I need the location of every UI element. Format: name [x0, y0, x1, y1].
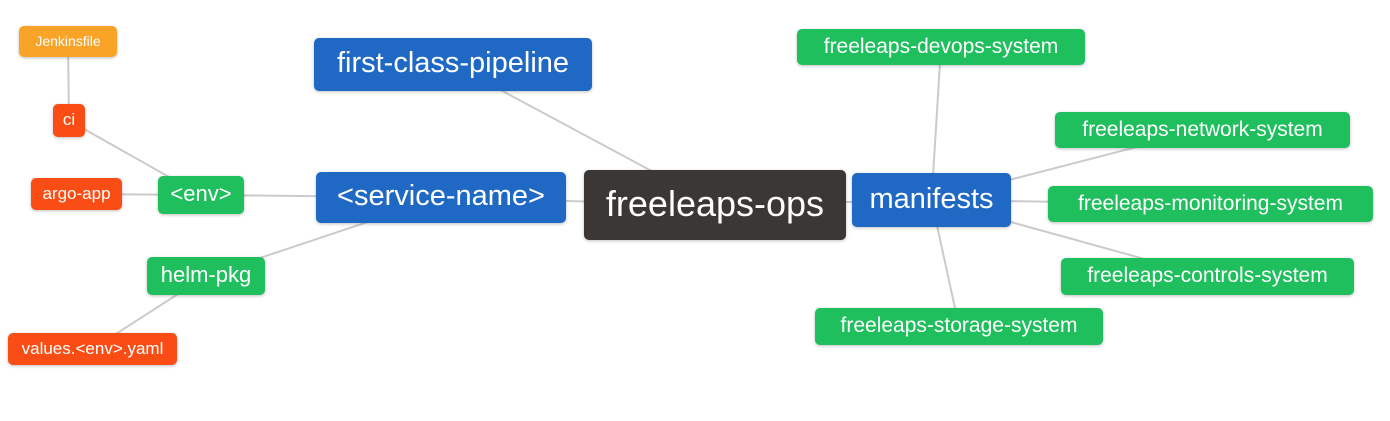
node-label: manifests [869, 182, 994, 215]
node-label: values.<env>.yaml [21, 338, 164, 358]
node-label: ci [62, 110, 76, 129]
node-freeleaps-monitoring-system[interactable]: freeleaps-monitoring-system [1048, 186, 1373, 222]
node-label: freeleaps-monitoring-system [1078, 191, 1343, 215]
node-label: argo-app [42, 183, 111, 203]
node-label: Jenkinsfile [35, 32, 101, 49]
node-argo-app[interactable]: argo-app [31, 178, 122, 210]
node-label: freeleaps-storage-system [840, 314, 1078, 337]
node-label: first-class-pipeline [336, 47, 570, 79]
node-freeleaps-controls-system[interactable]: freeleaps-controls-system [1061, 258, 1354, 295]
node-service-name[interactable]: <service-name> [316, 172, 566, 223]
node-label: freeleaps-ops [605, 183, 825, 224]
node-label: <service-name> [337, 180, 545, 212]
node-env[interactable]: <env> [158, 176, 244, 214]
node-freeleaps-storage-system[interactable]: freeleaps-storage-system [815, 308, 1103, 345]
node-helm-pkg[interactable]: helm-pkg [147, 257, 265, 295]
node-manifests[interactable]: manifests [852, 173, 1011, 227]
node-label: freeleaps-controls-system [1087, 264, 1328, 287]
node-first-class-pipeline[interactable]: first-class-pipeline [314, 38, 592, 91]
node-freeleaps-network-system[interactable]: freeleaps-network-system [1055, 112, 1350, 148]
node-jenkinsfile[interactable]: Jenkinsfile [19, 26, 117, 57]
node-freeleaps-devops-system[interactable]: freeleaps-devops-system [797, 29, 1085, 65]
node-label: <env> [170, 181, 232, 206]
node-values-env-yaml[interactable]: values.<env>.yaml [8, 333, 177, 365]
node-label: freeleaps-devops-system [823, 34, 1059, 58]
node-ci[interactable]: ci [53, 104, 85, 137]
node-label: freeleaps-network-system [1082, 117, 1323, 141]
node-freeleaps-ops[interactable]: freeleaps-ops [584, 170, 846, 240]
node-label: helm-pkg [160, 262, 252, 287]
